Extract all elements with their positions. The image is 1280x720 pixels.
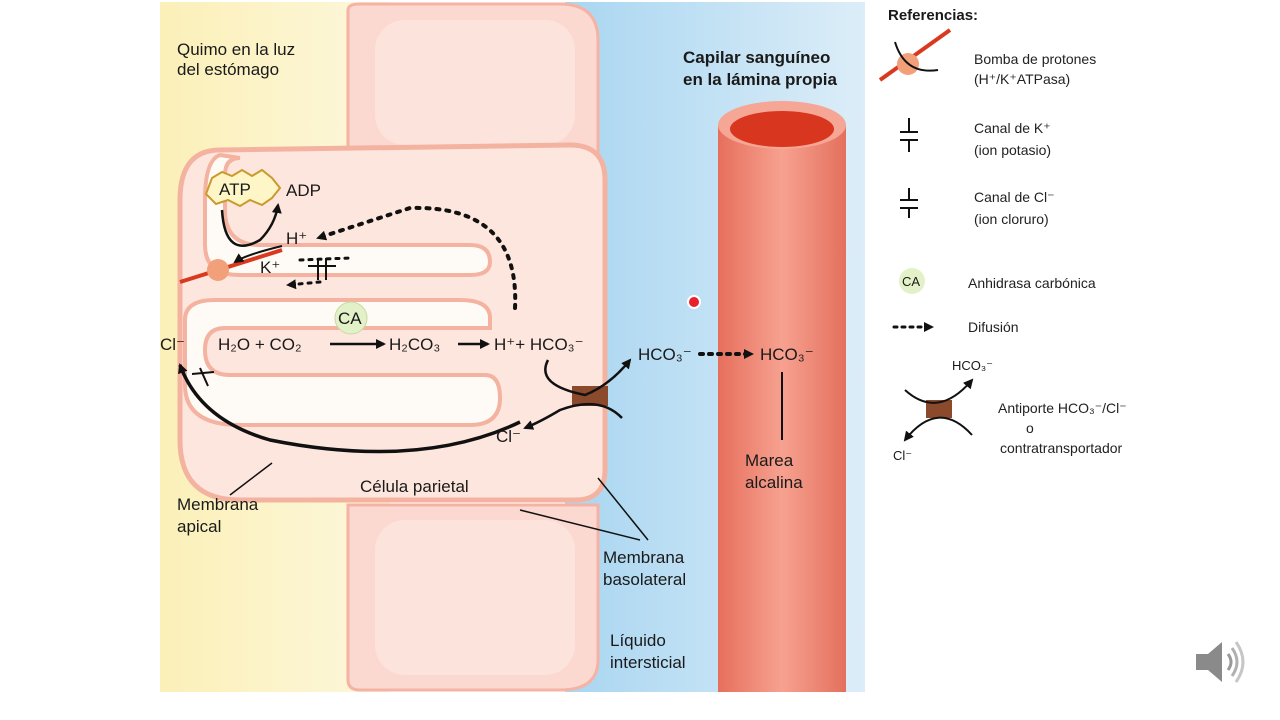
reaction-carbonic-acid: H₂CO₃ <box>389 335 440 354</box>
legend-item-diffusion: Difusión <box>892 319 1019 335</box>
legend-title: Referencias: <box>888 7 978 24</box>
svg-text:Bomba de protones (H⁺/: Bomba de protones (H⁺/K⁺ATPasa) <box>974 51 1100 87</box>
interstitial-fluid-label: Líquido intersticial <box>610 631 686 672</box>
lumen-label: Quimo en la luz del estómago <box>177 40 300 79</box>
antiporter-icon <box>926 400 952 418</box>
pointer-dot <box>687 295 701 309</box>
svg-text:HCO₃⁻: HCO₃⁻ <box>952 358 993 373</box>
svg-text:Cl⁻: Cl⁻ <box>893 448 912 463</box>
cl-ion-left-label: Cl⁻ <box>160 335 185 354</box>
legend-item-cl-channel: Canal de Cl⁻ (ion cloruro) <box>900 188 1058 227</box>
k-diffusion-arrow <box>298 256 352 262</box>
cl-channel-icon <box>900 188 918 218</box>
k-ion-label: K⁺ <box>260 258 280 277</box>
cl-channel-icon <box>191 367 215 387</box>
svg-text:Canal de Cl⁻ (ion clor: Canal de Cl⁻ (ion cloruro) <box>974 189 1058 227</box>
canaliculus-lower <box>183 298 503 427</box>
k-channel-icon <box>900 118 918 152</box>
svg-text:CA: CA <box>902 274 920 289</box>
speaker-icon[interactable] <box>1188 632 1248 692</box>
legend-item-proton-pump: Bomba de protones (H⁺/K⁺ATPasa) <box>878 28 1100 87</box>
atp-label: ATP <box>219 180 251 199</box>
atp-hydrolysis-arrow <box>220 203 282 247</box>
carbonic-anhydrase-badge <box>334 301 368 335</box>
svg-text:Anhidrasa carbónica: Anhidrasa carbónica <box>968 275 1096 291</box>
antiporter-icon <box>572 386 608 406</box>
basolateral-membrane-label: Membrana basolateral <box>603 548 689 589</box>
reaction-reactants: H₂O + CO₂ <box>218 335 302 354</box>
svg-text:Antiporte HCO₃⁻/Cl⁻ o: Antiporte HCO₃⁻/Cl⁻ o contratransportado… <box>998 400 1131 456</box>
apical-membrane-label: Membrana apical <box>177 495 263 536</box>
legend-item-antiporter: HCO₃⁻ Cl⁻ Antiporte HCO₃⁻/Cl⁻ o contratr… <box>893 358 1131 463</box>
reaction-products: H⁺+ HCO₃⁻ <box>494 335 584 354</box>
capillary-label: Capilar sanguíneo en la lámina propia <box>683 48 838 89</box>
legend: Referencias: Bomba de protones (H⁺/K⁺ATP… <box>878 7 1131 463</box>
h-ion-label: H⁺ <box>286 229 307 248</box>
proton-pump-arrow <box>179 248 283 284</box>
legend-item-carbonic-anhydrase: CA Anhidrasa carbónica <box>899 268 1096 294</box>
proton-pump-icon <box>207 259 229 281</box>
ca-label: CA <box>338 309 362 328</box>
parietal-cell-label: Célula parietal <box>360 477 469 496</box>
k-channel-icon <box>308 258 336 280</box>
cl-influx-arrow <box>523 402 623 430</box>
carbonic-anhydrase-icon <box>899 268 925 294</box>
cl-secretion-arrow <box>178 363 521 454</box>
hco3-efflux-arrow <box>544 358 632 397</box>
hco3-blood-label: HCO₃⁻ <box>760 345 814 364</box>
cl-ion-inner-label: Cl⁻ <box>496 427 521 446</box>
svg-text:Difusión: Difusión <box>968 319 1019 335</box>
adp-label: ADP <box>286 181 321 200</box>
hco3-cell-label: HCO₃⁻ <box>638 345 692 364</box>
svg-text:Canal de K⁺ (ion potas: Canal de K⁺ (ion potasio) <box>974 120 1055 158</box>
legend-item-k-channel: Canal de K⁺ (ion potasio) <box>900 118 1055 158</box>
atp-starburst-icon <box>204 168 282 208</box>
alkaline-tide-label: Marea alcalina <box>745 451 803 492</box>
